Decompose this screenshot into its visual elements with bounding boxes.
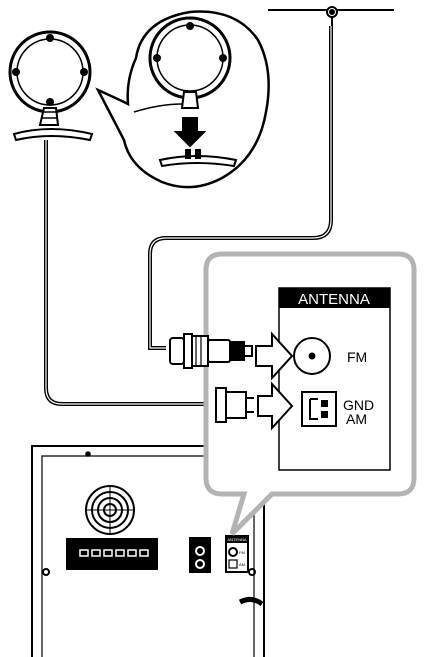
antenna-header-label: ANTENNA bbox=[298, 291, 370, 308]
mounting-detail-bubble bbox=[95, 10, 270, 189]
am-plug-icon bbox=[215, 387, 254, 423]
fm-plug-icon bbox=[169, 333, 253, 369]
antenna-callout bbox=[203, 251, 417, 536]
am-loop-antenna-icon bbox=[8, 30, 94, 142]
gnd-label: GND bbox=[343, 397, 374, 413]
mini-antenna-header: ANTENNA bbox=[227, 537, 246, 542]
am-terminal-icon bbox=[301, 391, 337, 427]
speaker-fan-icon bbox=[85, 485, 135, 535]
arrow-right-icon bbox=[257, 381, 294, 431]
mini-am-label: AM bbox=[239, 562, 245, 567]
fm-wire-antenna-icon bbox=[148, 6, 394, 350]
unit-rear-panel bbox=[31, 445, 265, 657]
mini-fm-label: FM bbox=[239, 550, 245, 555]
antenna-header-bar bbox=[279, 288, 390, 308]
fm-label: FM bbox=[347, 349, 367, 365]
arrow-right-icon bbox=[255, 331, 294, 381]
am-label: AM bbox=[346, 411, 367, 427]
